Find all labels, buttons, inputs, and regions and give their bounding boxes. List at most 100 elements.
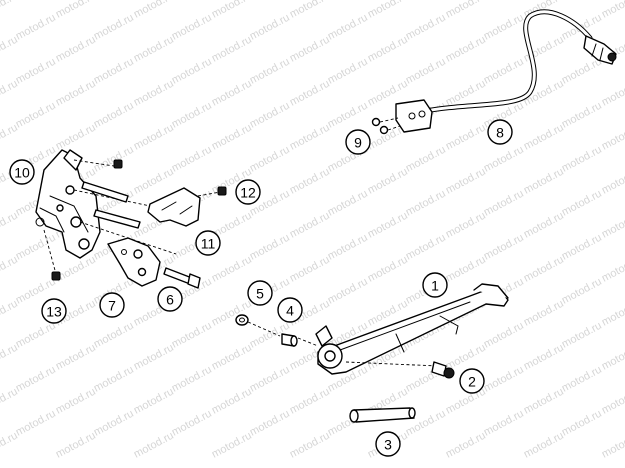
watermark-text: motod.ru	[600, 254, 625, 285]
watermark-text: motod.ru	[560, 408, 604, 439]
watermark-text: motod.ru	[326, 232, 370, 263]
watermark-text: motod.ru	[92, 320, 136, 351]
watermark-text: motod.ru	[14, 320, 58, 351]
watermark-text: motod.ru	[54, 254, 98, 285]
watermark-text: motod.ru	[522, 254, 566, 285]
watermark-text: motod.ru	[210, 298, 254, 329]
watermark-text: motod.ru	[248, 56, 292, 87]
watermark-text: motod.ru	[92, 408, 136, 439]
callout-circle	[235, 179, 261, 205]
watermark-text: motod.ru	[444, 34, 488, 65]
callout-circle	[41, 298, 67, 324]
part-spacer	[281, 333, 298, 347]
callout-number: 13	[46, 304, 62, 320]
watermark-text: motod.ru	[92, 12, 136, 43]
part-pivot-bolt	[431, 361, 455, 379]
watermark-text: motod.ru	[600, 342, 625, 373]
watermark-text: motod.ru	[560, 188, 604, 219]
watermark-text: motod.ru	[14, 232, 58, 263]
watermark-text: motod.ru	[482, 144, 526, 175]
watermark-text: motod.ru	[482, 320, 526, 351]
watermark-text: motod.ru	[600, 386, 625, 417]
callout-3: 3	[375, 431, 401, 457]
part-mount-plate	[107, 237, 161, 287]
watermark-text: motod.ru	[560, 276, 604, 307]
watermark-text: motod.ru	[444, 122, 488, 153]
part-stand-bracket	[35, 149, 177, 275]
part-switch-cable	[395, 9, 617, 133]
watermark-text: motod.ru	[404, 232, 448, 263]
watermark-text: motod.ru	[288, 430, 332, 461]
watermark-text: motod.ru	[600, 166, 625, 197]
watermark-text: motod.ru	[404, 56, 448, 87]
watermark-text: motod.ru	[170, 12, 214, 43]
callout-circle	[487, 119, 513, 145]
watermark-text: motod.ru	[522, 342, 566, 373]
watermark-text: motod.ru	[560, 144, 604, 175]
callout-circle	[9, 159, 35, 185]
watermark-text: motod.ru	[522, 430, 566, 461]
watermark-text: motod.ru	[210, 430, 254, 461]
watermark-text: motod.ru	[132, 122, 176, 153]
watermark-text: motod.ru	[288, 254, 332, 285]
callout-12: 12	[235, 179, 261, 205]
watermark-text: motod.ru	[288, 78, 332, 109]
watermark-text: motod.ru	[326, 56, 370, 87]
watermark-text: motod.ru	[210, 342, 254, 373]
callout-circle	[99, 292, 125, 318]
watermark-text: motod.ru	[560, 320, 604, 351]
watermark-text: motod.ru	[14, 12, 58, 43]
watermark-text: motod.ru	[366, 34, 410, 65]
watermark-text: motod.ru	[132, 78, 176, 109]
watermark-text: motod.ru	[444, 430, 488, 461]
callout-4: 4	[277, 297, 303, 323]
callout-circle	[375, 431, 401, 457]
watermark-text: motod.ru	[132, 166, 176, 197]
watermark-text: motod.ru	[54, 0, 98, 21]
callout-number: 2	[468, 374, 476, 390]
watermark-text: motod.ru	[522, 210, 566, 241]
watermark-text: motod.ru	[210, 0, 254, 21]
watermark-text: motod.ru	[326, 100, 370, 131]
watermark-text: motod.ru	[248, 364, 292, 395]
watermark-text: motod.ru	[54, 34, 98, 65]
watermark-text: motod.ru	[288, 386, 332, 417]
watermark-text: motod.ru	[54, 78, 98, 109]
watermark-text: motod.ru	[522, 166, 566, 197]
callout-10: 10	[9, 159, 35, 185]
watermark-text: motod.ru	[54, 430, 98, 461]
watermark-text: motod.ru	[560, 232, 604, 263]
watermark-text: motod.ru	[288, 166, 332, 197]
watermark-text: motod.ru	[248, 100, 292, 131]
watermark-text: motod.ru	[210, 386, 254, 417]
callout-number: 11	[201, 236, 216, 252]
watermark-text: motod.ru	[248, 144, 292, 175]
watermark-text: motod.ru	[288, 122, 332, 153]
watermark-text: motod.ru	[482, 12, 526, 43]
part-spring-sleeve	[349, 407, 416, 423]
watermark-text: motod.ru	[482, 408, 526, 439]
callout-number: 6	[166, 292, 174, 308]
watermark-text: motod.ru	[288, 210, 332, 241]
watermark-text: motod.ru	[444, 0, 488, 21]
watermark-text: motod.ru	[522, 386, 566, 417]
callout-circle	[247, 280, 273, 306]
watermark-text: motod.ru	[54, 386, 98, 417]
watermark-text: motod.ru	[482, 56, 526, 87]
watermark-text: motod.ru	[482, 188, 526, 219]
watermark-text: motod.ru	[210, 34, 254, 65]
callout-circle	[157, 286, 183, 312]
watermark-text: motod.ru	[14, 56, 58, 87]
watermark-text: motod.ru	[132, 0, 176, 21]
watermark-text: motod.ru	[170, 100, 214, 131]
watermark-text: motod.ru	[14, 364, 58, 395]
watermark-text: motod.ru	[248, 12, 292, 43]
watermark-text: motod.ru	[326, 276, 370, 307]
watermark-text: motod.ru	[444, 166, 488, 197]
callout-number: 3	[384, 437, 392, 453]
callout-9: 9	[345, 129, 371, 155]
part-nut-5	[235, 314, 281, 337]
part-screws	[371, 117, 401, 135]
